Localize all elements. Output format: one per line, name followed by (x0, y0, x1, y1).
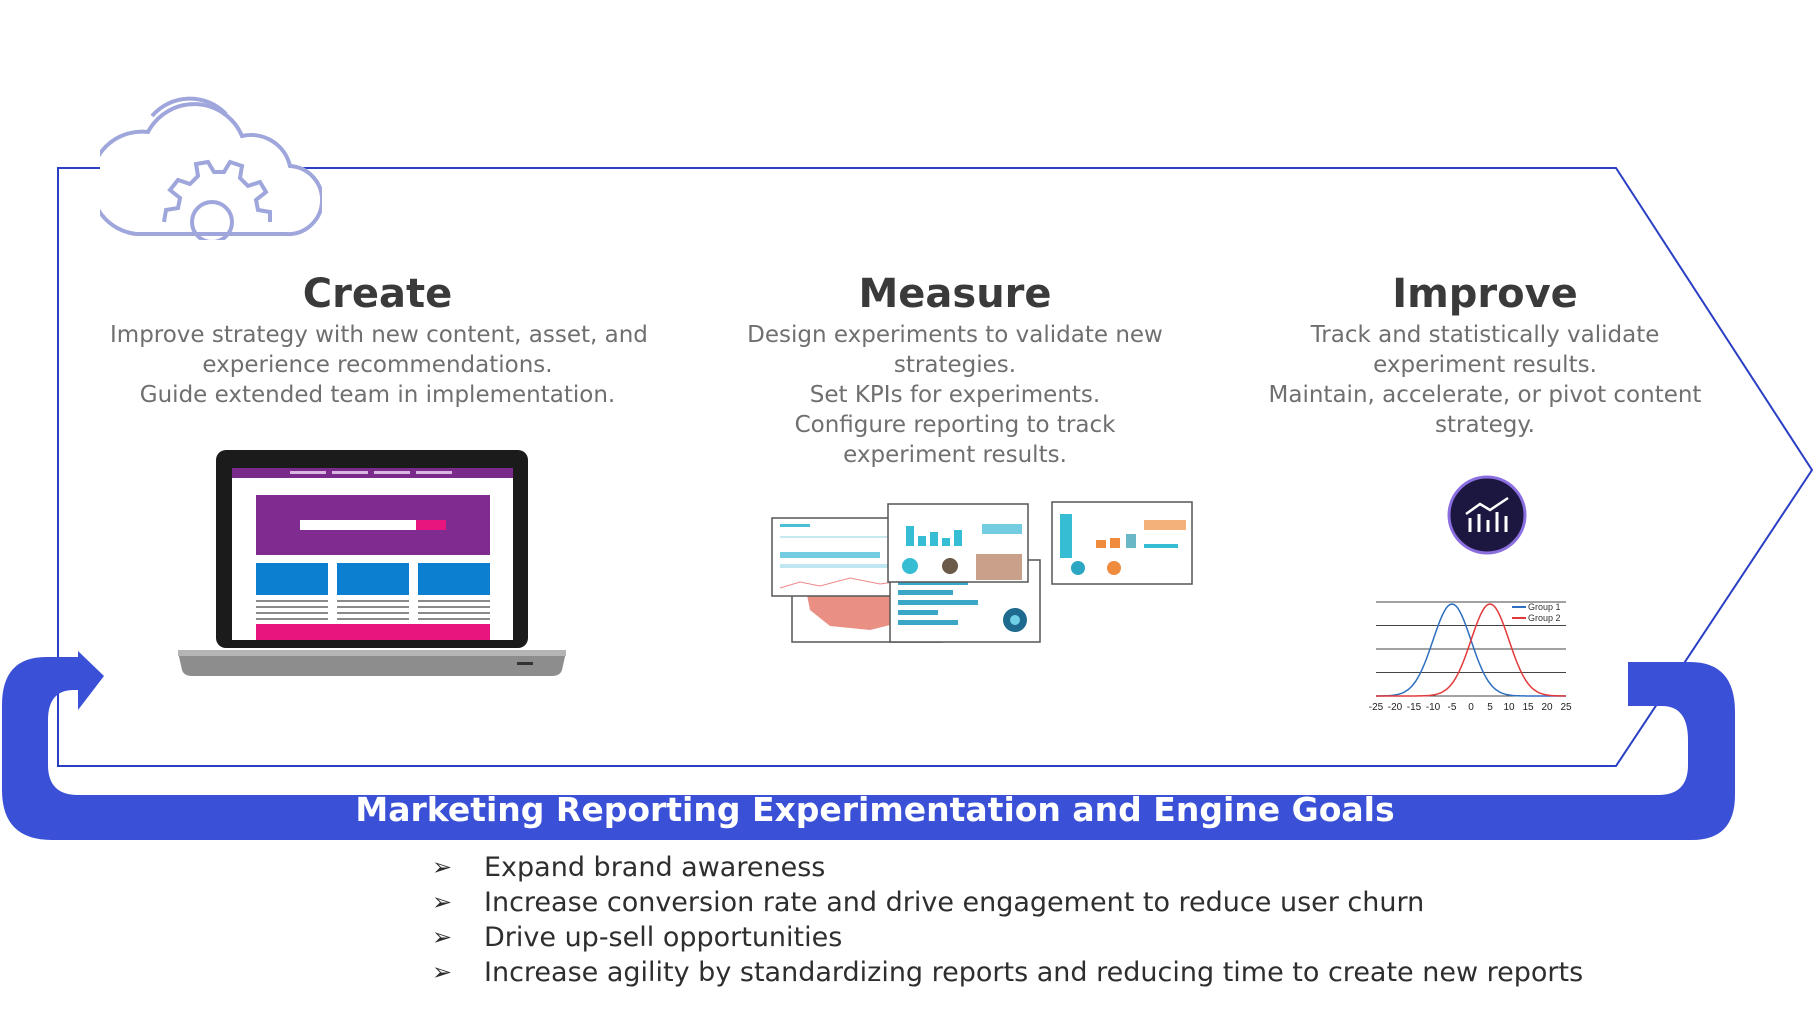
analytics-chart-icon (1447, 475, 1527, 555)
arrow-bullet-icon: ➢ (432, 853, 453, 881)
x-tick-label: 15 (1522, 702, 1534, 713)
goal-item: ➢ Increase agility by standardizing repor… (432, 955, 1583, 990)
description-line: Track and statistically validate (1310, 322, 1660, 348)
description-line: Set KPIs for experiments. (809, 382, 1101, 408)
goal-text: Drive up-sell opportunities (484, 922, 843, 953)
description-line: strategy. (1435, 412, 1535, 438)
goals-list: ➢ Expand brand awareness ➢ Increase conver… (432, 850, 1583, 990)
dashboard-thumbnails-icon (771, 501, 1193, 643)
description-line: experiment results. (1373, 352, 1597, 378)
goal-text: Increase agility by standardizing report… (484, 957, 1584, 988)
description-line: Design experiments to validate new (747, 322, 1163, 348)
column-description: Improve strategy with new content, asset… (110, 320, 648, 410)
goal-item: ➢ Increase conversion rate and drive enga… (432, 885, 1583, 920)
goal-text: Expand brand awareness (484, 852, 826, 883)
column-description: Track and statistically validate experim… (1240, 320, 1730, 440)
x-tick-label: 10 (1503, 702, 1515, 713)
goal-text: Increase conversion rate and drive engag… (484, 887, 1425, 918)
laptop-website-icon (178, 450, 566, 676)
description-line: experiment results. (843, 442, 1067, 468)
band-title: Marketing Reporting Experimentation and … (355, 790, 1395, 829)
x-tick-label: 20 (1541, 702, 1553, 713)
column-description: Design experiments to validate new strat… (700, 320, 1210, 470)
x-tick-label: 25 (1560, 702, 1572, 713)
x-tick-label: -5 (1448, 702, 1457, 713)
series-line-2 (1376, 603, 1566, 697)
goal-item: ➢ Expand brand awareness (432, 850, 1583, 885)
column-title: Measure (858, 271, 1052, 317)
x-tick-label: -25 (1369, 702, 1384, 713)
legend-label: Group 2 (1528, 613, 1561, 623)
legend-label: Group 1 (1528, 602, 1561, 612)
x-tick-label: 5 (1487, 702, 1493, 713)
x-tick-label: 0 (1468, 702, 1474, 713)
arrow-bullet-icon: ➢ (432, 958, 453, 986)
description-line: Improve strategy with new content, asset… (110, 322, 648, 348)
x-tick-label: -20 (1388, 702, 1403, 713)
column-measure: Measure Design experiments to validate n… (700, 270, 1210, 470)
description-line: experience recommendations. (202, 352, 553, 378)
arrow-bullet-icon: ➢ (432, 923, 453, 951)
column-title: Create (302, 271, 453, 317)
column-create: Create Improve strategy with new content… (110, 270, 648, 410)
description-line: strategies. (893, 352, 1017, 378)
goal-item: ➢ Drive up-sell opportunities (432, 920, 1583, 955)
x-tick-label: -15 (1407, 702, 1422, 713)
description-line: Configure reporting to track (794, 412, 1116, 438)
column-improve: Improve Track and statistically validate… (1240, 270, 1730, 440)
description-line: Maintain, accelerate, or pivot content (1268, 382, 1702, 408)
column-title: Improve (1392, 271, 1578, 317)
x-tick-label: -10 (1426, 702, 1441, 713)
arrow-bullet-icon: ➢ (432, 888, 453, 916)
cloud-gear-icon (100, 96, 322, 240)
description-line: Guide extended team in implementation. (139, 382, 616, 408)
